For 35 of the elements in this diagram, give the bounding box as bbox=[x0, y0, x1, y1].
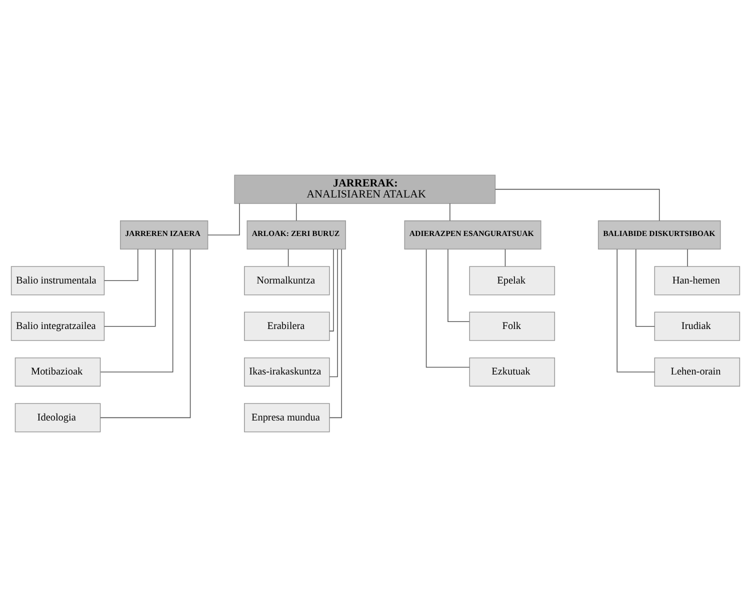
node-box: Balio instrumentala bbox=[10, 266, 105, 296]
node-box: JARREREN IZAERA bbox=[120, 220, 208, 250]
node-box: Epelak bbox=[469, 266, 556, 296]
node-box: Irudiak bbox=[654, 312, 740, 341]
node-box: Ideologia bbox=[14, 403, 101, 432]
node-box: Balio integratzailea bbox=[10, 312, 105, 341]
connector bbox=[100, 249, 174, 372]
node-box: BALIABIDE DISKURTSIBOAK bbox=[598, 220, 721, 250]
connector bbox=[448, 248, 470, 322]
node-box: Ezkutuak bbox=[469, 357, 556, 387]
connector bbox=[104, 248, 156, 327]
connector bbox=[296, 203, 297, 222]
node-box: Han-hemen bbox=[654, 266, 740, 296]
node-box: Erabilera bbox=[244, 312, 330, 341]
connector bbox=[208, 203, 240, 236]
connector bbox=[494, 188, 660, 222]
connector bbox=[687, 248, 688, 267]
connector bbox=[616, 249, 655, 372]
connector bbox=[100, 248, 191, 418]
connector bbox=[504, 248, 506, 267]
node-box: Motibazioak bbox=[14, 357, 101, 387]
connector bbox=[104, 248, 138, 282]
node-box: Lehen-orain bbox=[654, 357, 740, 387]
node-box: Ikas-irakaskuntza bbox=[244, 357, 330, 387]
connector bbox=[288, 248, 289, 267]
node-box: ARLOAK: ZERI BURUZ bbox=[246, 220, 346, 250]
connector bbox=[635, 248, 655, 327]
node-box: JARRERAK: ANALISIAREN ATALAK bbox=[234, 174, 496, 204]
connector bbox=[329, 248, 334, 332]
node-box: Folk bbox=[469, 312, 556, 341]
connector bbox=[426, 249, 470, 368]
node-box: ADIERAZPEN ESANGURATSUAK bbox=[404, 220, 542, 250]
connector bbox=[329, 248, 338, 378]
node-box: Normalkuntza bbox=[244, 266, 330, 296]
node-box: Enpresa mundua bbox=[244, 403, 330, 432]
